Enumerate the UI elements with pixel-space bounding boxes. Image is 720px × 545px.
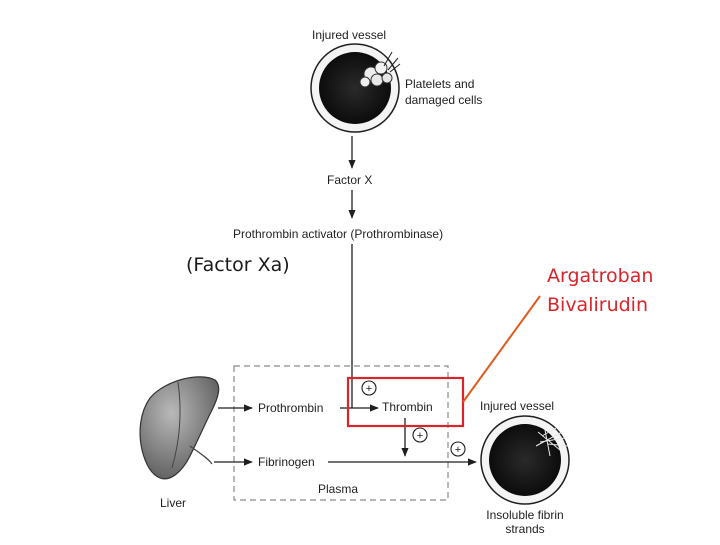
annotation-pointer-line [462, 295, 541, 403]
factor-xa-annotation: (Factor Xa) [186, 254, 290, 276]
prothrombin-label: Prothrombin [258, 401, 324, 415]
fibrinogen-label: Fibrinogen [258, 455, 315, 469]
drug-name-argatroban: Argatroban [547, 265, 654, 287]
fibrin-caption-line2: strands [505, 522, 545, 536]
top-vessel-note-line2: damaged cells [405, 93, 483, 107]
bottom-vessel-title: Injured vessel [480, 399, 555, 413]
top-vessel-title: Injured vessel [312, 28, 387, 42]
drug-name-bivalirudin: Bivalirudin [547, 294, 648, 316]
liver-icon [139, 376, 220, 480]
plus-symbol: + [366, 383, 372, 395]
fibrin-caption-line1: Insoluble fibrin [486, 508, 564, 522]
plus-symbol: + [455, 444, 461, 456]
plus-marker-thrombin: + [412, 427, 428, 443]
plasma-compartment [233, 365, 449, 501]
bottom-vessel-icon [480, 415, 570, 505]
plasma-label: Plasma [318, 482, 359, 496]
thrombin-label: Thrombin [382, 400, 433, 414]
liver-label: Liver [160, 496, 187, 510]
plus-marker-activator: + [361, 380, 377, 396]
top-vessel-icon [310, 43, 401, 133]
prothrombin-activator-label: Prothrombin activator (Prothrombinase) [233, 227, 444, 241]
plus-marker-fibrin: + [450, 441, 466, 457]
top-vessel-note-line1: Platelets and [405, 77, 475, 91]
plus-symbol: + [417, 430, 423, 442]
factor-x-label: Factor X [327, 173, 373, 187]
